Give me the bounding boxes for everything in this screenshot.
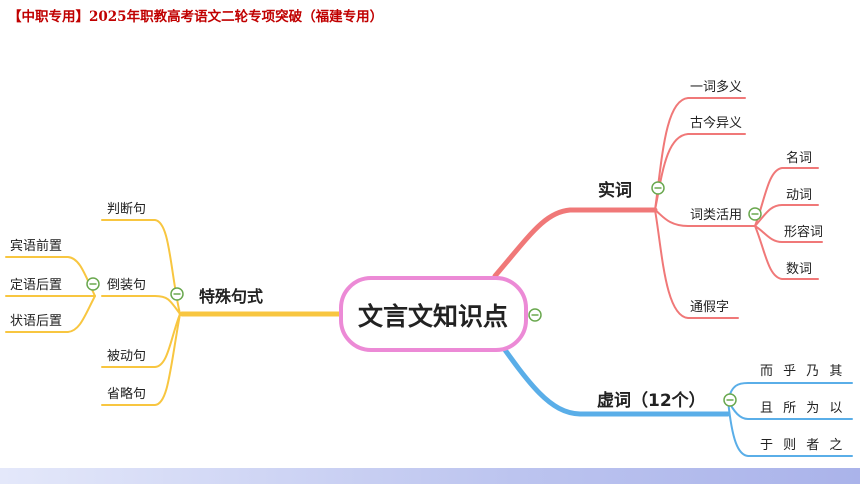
connector-center-shici bbox=[492, 207, 658, 279]
branch-teshu-label[interactable]: 特殊句式 bbox=[199, 287, 263, 306]
slide-canvas bbox=[0, 48, 860, 468]
node-dongci[interactable]: 动词 bbox=[786, 188, 812, 203]
node-shenglue[interactable]: 省略句 bbox=[107, 386, 146, 402]
node-dingyuhouzhi[interactable]: 定语后置 bbox=[10, 278, 62, 293]
collapse-toggle-center[interactable] bbox=[528, 308, 542, 322]
header-bar: 【中职专用】2025年职教高考语文二轮专项突破（福建专用） bbox=[0, 0, 860, 30]
center-node[interactable] bbox=[339, 276, 528, 352]
connector-xuci-row3 bbox=[727, 399, 853, 457]
center-node-label: 文言文知识点 bbox=[358, 302, 508, 331]
node-gujinyiyi[interactable]: 古今异义 bbox=[690, 115, 742, 131]
node-cileihuoyong[interactable]: 词类活用 bbox=[690, 208, 742, 223]
collapse-toggle-xuci[interactable] bbox=[723, 393, 737, 407]
connector-huoyong-xingrongci bbox=[754, 225, 823, 243]
connector-shici-cileihuoyong bbox=[654, 209, 756, 227]
connector-teshu-daozhuang bbox=[101, 295, 181, 315]
node-mingci[interactable]: 名词 bbox=[786, 150, 812, 166]
node-shuci[interactable]: 数词 bbox=[786, 262, 812, 277]
node-tongjiazi[interactable]: 通假字 bbox=[690, 300, 729, 315]
collapse-toggle-teshu[interactable] bbox=[170, 287, 184, 301]
connector-teshu-shenglue bbox=[101, 313, 181, 406]
node-xingrongci[interactable]: 形容词 bbox=[784, 224, 823, 240]
collapse-toggle-cileihuoyong[interactable] bbox=[748, 207, 762, 221]
connector-center-xuci bbox=[492, 333, 731, 417]
node-yiciduoyi[interactable]: 一词多义 bbox=[690, 79, 742, 95]
node-panduan[interactable]: 判断句 bbox=[107, 202, 146, 217]
connector-huoyong-dongci bbox=[754, 204, 819, 227]
connector-shici-tongjiazi bbox=[654, 209, 739, 319]
connector-daozhuang-zhuangyu bbox=[5, 295, 96, 333]
node-binyuqianzhi[interactable]: 宾语前置 bbox=[10, 238, 62, 254]
connector-huoyong-shuci bbox=[754, 225, 819, 280]
node-beidong[interactable]: 被动句 bbox=[107, 349, 146, 364]
connector-shici-gujinyiyi bbox=[654, 133, 746, 211]
page-title: 【中职专用】2025年职教高考语文二轮专项突破（福建专用） bbox=[8, 9, 384, 25]
connector-teshu-beidong bbox=[101, 313, 181, 368]
node-daozhuang[interactable]: 倒装句 bbox=[107, 278, 146, 293]
branch-xuci-label[interactable]: 虚词（12个） bbox=[597, 390, 706, 411]
node-xuci-row3[interactable]: 于 则 者 之 bbox=[760, 438, 845, 453]
footer-band bbox=[0, 468, 860, 484]
collapse-toggle-shici[interactable] bbox=[651, 181, 665, 195]
branch-shici-label[interactable]: 实词 bbox=[598, 180, 632, 201]
collapse-toggle-daozhuang[interactable] bbox=[86, 277, 100, 291]
node-xuci-row2[interactable]: 且 所 为 以 bbox=[760, 401, 845, 416]
node-zhuangyuhouzhi[interactable]: 状语后置 bbox=[10, 314, 62, 329]
connector-xuci-row1 bbox=[727, 382, 853, 401]
node-xuci-row1[interactable]: 而 乎 乃 其 bbox=[760, 364, 845, 379]
